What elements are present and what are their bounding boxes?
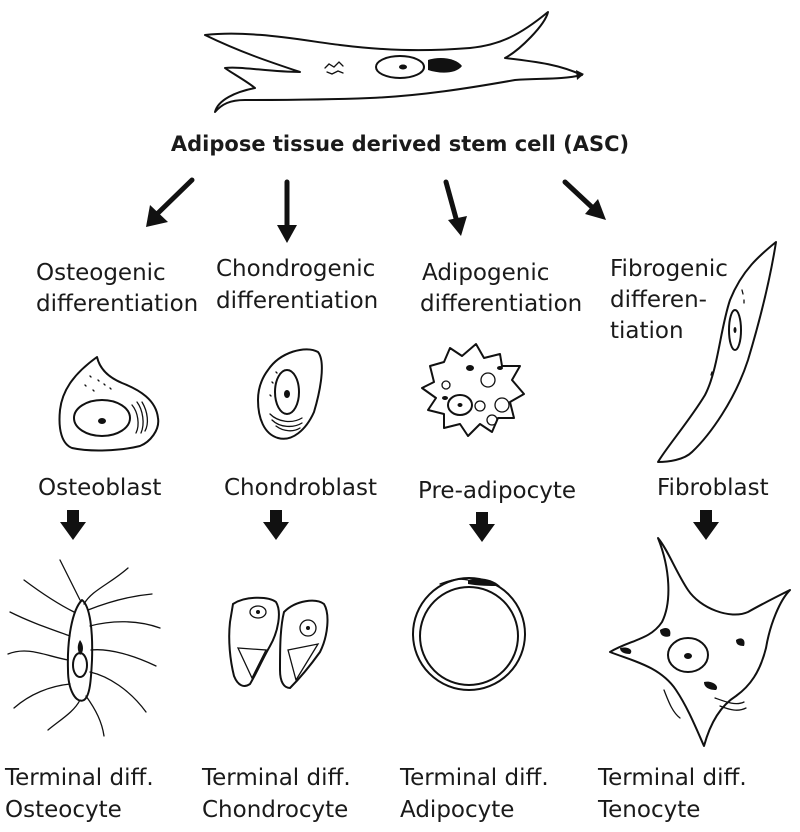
osteogenic-pathway-line2: differentiation [36, 291, 199, 317]
tenocyte-label: Tenocyte [598, 797, 701, 823]
fibroblast-label: Fibroblast [657, 475, 769, 501]
asc-stem-cell-drawing [204, 11, 584, 113]
chondrocyte-terminal-label: Terminal diff. [202, 765, 351, 791]
adipocyte-label: Adipocyte [400, 797, 515, 823]
chondroblast-label: Chondroblast [224, 475, 377, 501]
chondrocyte-drawing [228, 596, 329, 689]
osteocyte-terminal-label: Terminal diff. [5, 765, 154, 791]
pre-adipocyte-label: Pre-adipocyte [418, 478, 577, 504]
osteoblast-drawing [58, 356, 160, 452]
cell-arrows [60, 510, 719, 542]
chondrogenic-pathway-line1: Chondrogenic [216, 256, 376, 282]
tenocyte-terminal-label: Terminal diff. [598, 765, 747, 791]
osteocyte-drawing [7, 559, 161, 737]
osteogenic-pathway-line1: Osteogenic [36, 260, 166, 286]
adipocyte-drawing [412, 577, 526, 691]
fibrogenic-pathway-line2: differen- [610, 287, 707, 313]
fibroblast-drawing [657, 241, 777, 463]
chondroblast-drawing [257, 348, 323, 440]
osteoblast-label: Osteoblast [38, 475, 162, 501]
asc-arrows [146, 177, 606, 243]
adipogenic-pathway-line2: differentiation [420, 291, 583, 317]
pre-adipocyte-drawing [421, 343, 525, 437]
adipogenic-pathway-line1: Adipogenic [422, 260, 550, 286]
osteocyte-label: Osteocyte [5, 797, 122, 823]
fibrogenic-pathway-line3: tiation [610, 318, 684, 344]
chondrocyte-label: Chondrocyte [202, 797, 349, 823]
tenocyte-drawing [609, 537, 791, 747]
chondrogenic-pathway-line2: differentiation [216, 288, 379, 314]
adipocyte-terminal-label: Terminal diff. [400, 765, 549, 791]
diagram-title: Adipose tissue derived stem cell (ASC) [170, 132, 630, 156]
fibrogenic-pathway-line1: Fibrogenic [610, 256, 728, 282]
